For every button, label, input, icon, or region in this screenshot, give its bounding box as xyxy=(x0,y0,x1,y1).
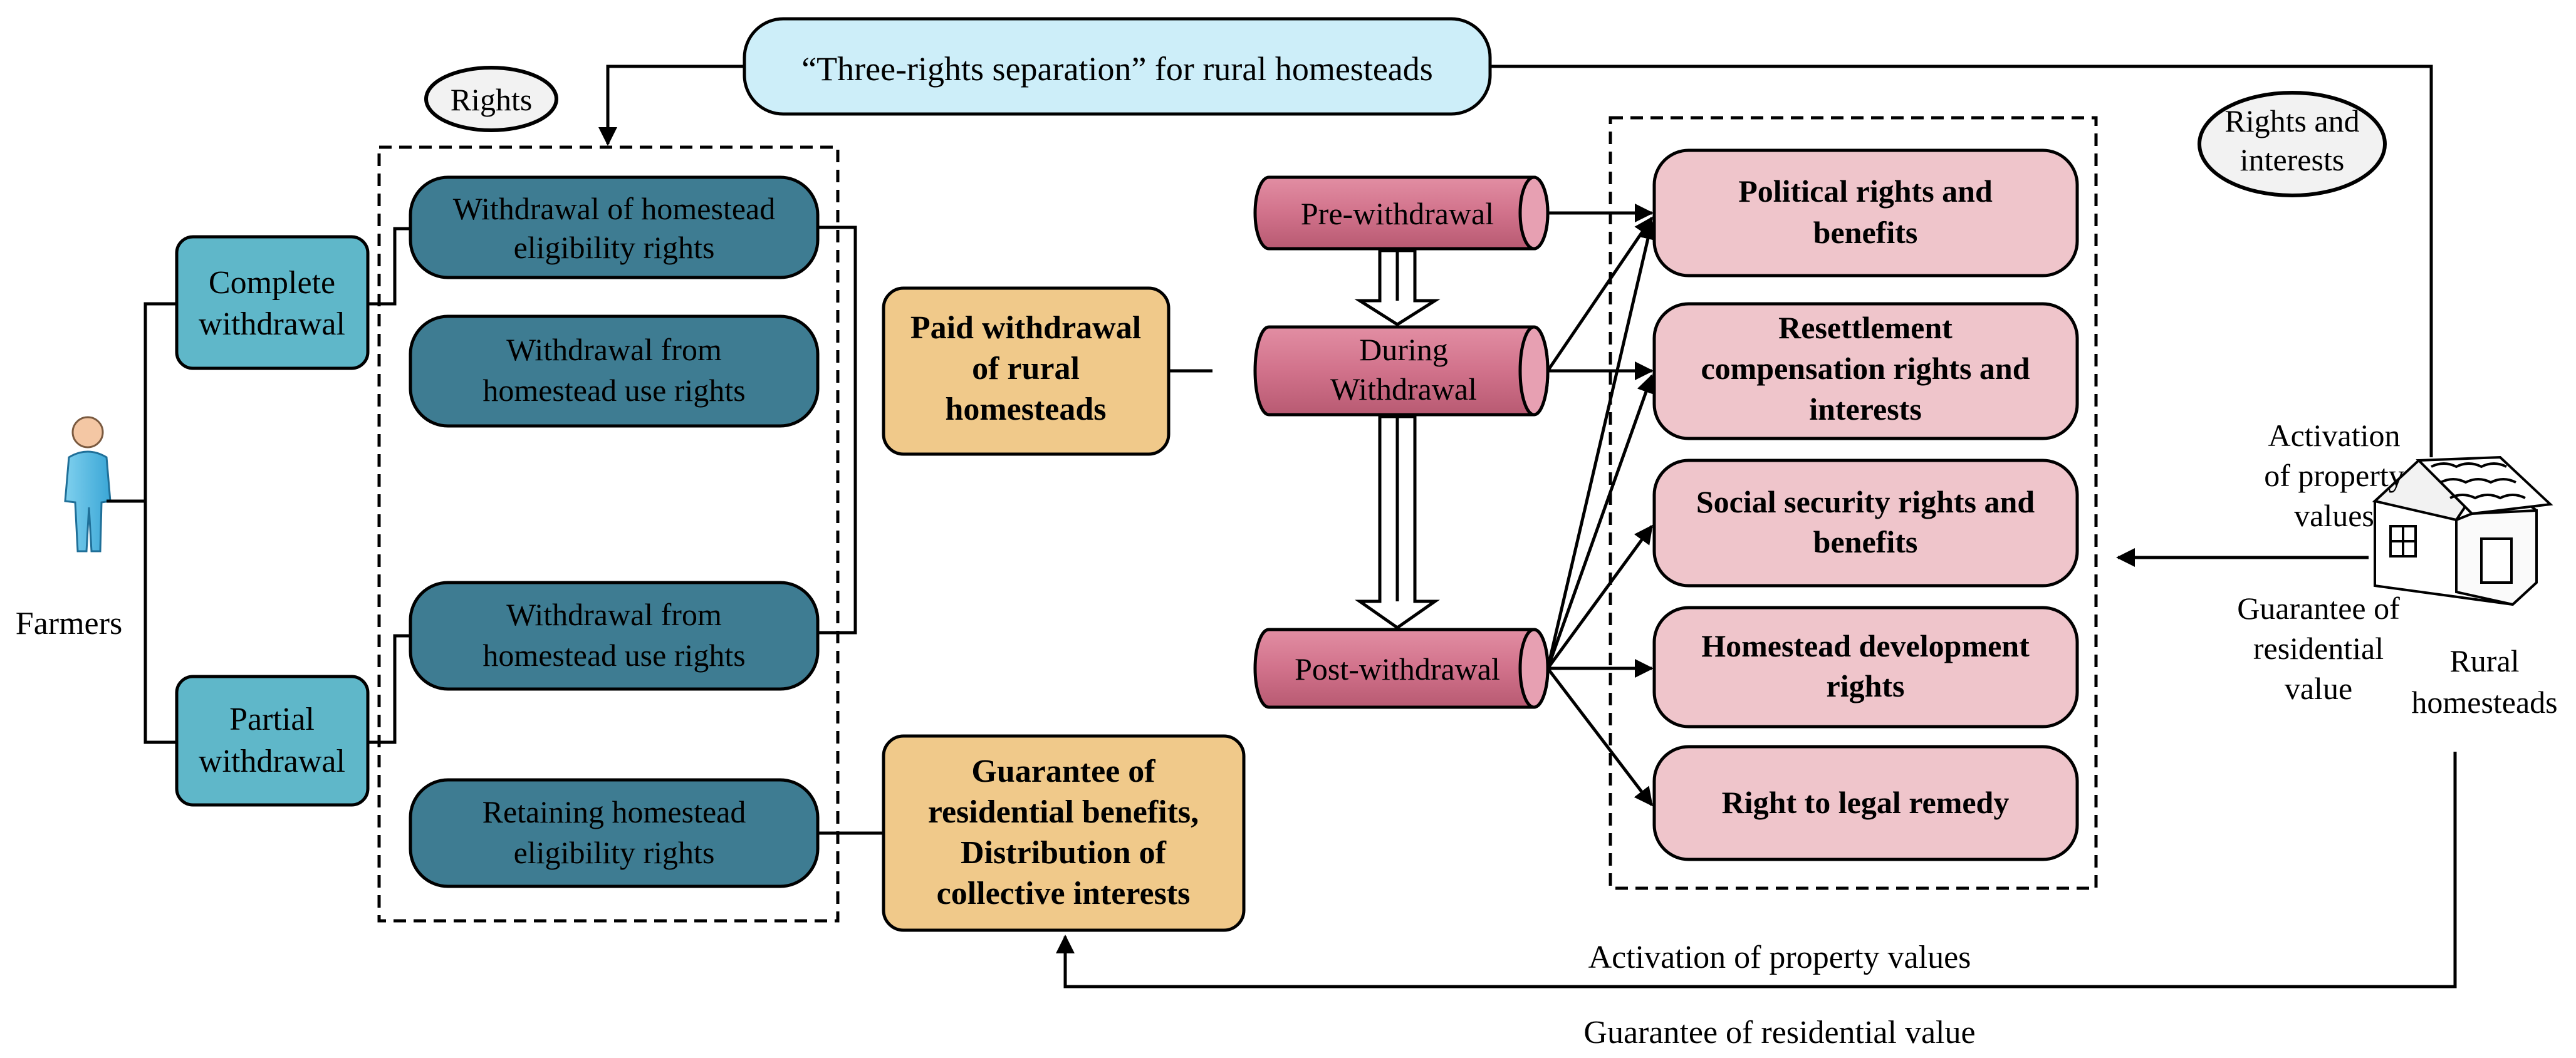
svg-text:homesteads: homesteads xyxy=(945,392,1106,427)
guarantee-box: Guarantee of residential benefits, Distr… xyxy=(882,734,1246,932)
svg-text:Homestead development: Homestead development xyxy=(1701,628,2030,663)
person-icon xyxy=(64,416,112,552)
svg-text:Partial: Partial xyxy=(229,702,315,737)
partial-branch xyxy=(368,634,410,744)
rights-to-paid-connector xyxy=(818,226,857,635)
svg-text:Social security rights and: Social security rights and xyxy=(1696,484,2035,519)
interests-group-frame xyxy=(1609,116,2098,890)
interest-box-4: Homestead development rights xyxy=(1652,606,2079,729)
svg-text:Guarantee of: Guarantee of xyxy=(971,754,1155,789)
svg-text:Post-withdrawal: Post-withdrawal xyxy=(1295,651,1500,687)
svg-text:Rights and: Rights and xyxy=(2224,103,2359,138)
farmers-label: Farmers xyxy=(16,606,122,641)
right-guarantee-line2: residential xyxy=(2253,631,2384,666)
complete-branch xyxy=(368,227,410,306)
top-title-box: “Three-rights separation” for rural home… xyxy=(743,17,1492,116)
svg-text:Withdrawal of homestead: Withdrawal of homestead xyxy=(453,191,775,226)
interest-box-2: Resettlement compensation rights and int… xyxy=(1652,302,2079,440)
rights-box-4: Retaining homestead eligibility rights xyxy=(409,778,820,888)
svg-text:Pre-withdrawal: Pre-withdrawal xyxy=(1301,196,1494,231)
interest-box-3: Social security rights and benefits xyxy=(1652,459,2079,588)
stage-to-interest-arrows xyxy=(1546,204,1657,807)
right-activation-line2: of property xyxy=(2264,458,2404,493)
svg-text:Withdrawal: Withdrawal xyxy=(1330,371,1477,407)
right-guarantee-line1: Guarantee of xyxy=(2237,591,2400,626)
rights-group-frame xyxy=(377,145,840,923)
svg-text:Distribution of: Distribution of xyxy=(961,835,1167,871)
svg-text:withdrawal: withdrawal xyxy=(199,306,345,342)
bottom-feedback-arrow xyxy=(1056,752,2457,988)
svg-text:rights: rights xyxy=(1827,668,1905,703)
svg-text:eligibility rights: eligibility rights xyxy=(514,230,715,265)
rights-box-2: Withdrawal from homestead use rights xyxy=(409,314,820,428)
rural-homesteads-line1: Rural xyxy=(2449,643,2519,678)
top-feedback-line xyxy=(1490,65,2433,457)
svg-text:benefits: benefits xyxy=(1813,215,1918,250)
bottom-activation-label: Activation of property values xyxy=(1588,940,1971,975)
rights-label: Rights xyxy=(424,66,558,132)
stage-post-withdrawal: Post-withdrawal xyxy=(1253,628,1550,709)
paid-withdrawal-box: Paid withdrawal of rural homesteads xyxy=(882,286,1171,456)
top-arrow-to-rights xyxy=(598,65,744,146)
svg-text:interests: interests xyxy=(2240,142,2345,177)
house-icon xyxy=(2372,455,2553,606)
stage-pre-withdrawal: Pre-withdrawal xyxy=(1253,175,1550,251)
svg-text:collective interests: collective interests xyxy=(937,876,1191,911)
complete-withdrawal-box: Complete withdrawal xyxy=(175,235,370,370)
svg-text:of rural: of rural xyxy=(972,351,1080,386)
right-activation-line1: Activation xyxy=(2268,418,2400,453)
top-title-text: “Three-rights separation” for rural home… xyxy=(801,50,1433,88)
rights-box-3: Withdrawal from homestead use rights xyxy=(409,581,820,691)
svg-text:withdrawal: withdrawal xyxy=(199,744,345,779)
stage-during-withdrawal: During Withdrawal xyxy=(1253,325,1550,417)
partial-withdrawal-box: Partial withdrawal xyxy=(175,675,370,807)
rights-interests-label: Rights and interests xyxy=(2198,91,2387,197)
svg-text:Political rights and: Political rights and xyxy=(1738,174,1993,209)
rights-box-1: Withdrawal of homestead eligibility righ… xyxy=(409,175,820,279)
rural-homesteads-line2: homesteads xyxy=(2411,685,2557,720)
svg-text:compensation rights and: compensation rights and xyxy=(1701,351,2030,386)
farmers-branch xyxy=(143,302,177,744)
svg-text:Paid withdrawal: Paid withdrawal xyxy=(910,310,1141,346)
svg-text:Withdrawal from: Withdrawal from xyxy=(506,597,722,632)
svg-text:Withdrawal from: Withdrawal from xyxy=(506,332,722,367)
hollow-arrow-during-to-post xyxy=(1355,415,1440,630)
svg-text:Rights: Rights xyxy=(451,82,533,117)
svg-text:homestead use rights: homestead use rights xyxy=(482,373,745,408)
svg-text:homestead use rights: homestead use rights xyxy=(482,638,745,673)
svg-text:benefits: benefits xyxy=(1813,524,1918,559)
svg-text:residential benefits,: residential benefits, xyxy=(928,794,1199,830)
right-activation-line3: values xyxy=(2294,498,2374,533)
svg-text:eligibility rights: eligibility rights xyxy=(514,835,715,870)
bottom-guarantee-label: Guarantee of residential value xyxy=(1583,1015,1975,1050)
right-guarantee-line3: value xyxy=(2285,671,2352,706)
svg-text:interests: interests xyxy=(1809,392,1922,427)
svg-text:Right to legal remedy: Right to legal remedy xyxy=(1722,785,2010,820)
hollow-arrow-pre-to-during xyxy=(1354,249,1441,326)
interest-box-1: Political rights and benefits xyxy=(1652,148,2079,277)
svg-text:Resettlement: Resettlement xyxy=(1778,310,1953,345)
interest-box-5: Right to legal remedy xyxy=(1652,745,2079,861)
svg-text:During: During xyxy=(1359,332,1448,367)
svg-text:Retaining homestead: Retaining homestead xyxy=(482,794,746,829)
svg-text:Complete: Complete xyxy=(209,265,335,301)
